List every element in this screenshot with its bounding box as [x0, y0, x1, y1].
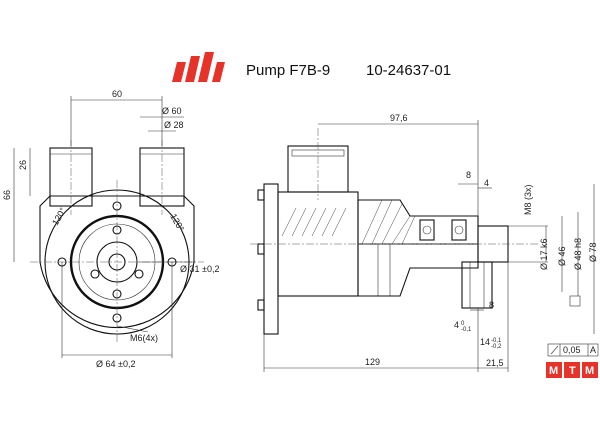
- dim-78: Ø 78: [588, 242, 598, 262]
- side-dimensions: 97,6 8 4 M8 (3x) Ø 17 k6 Ø 46 Ø 48 h8 Ø …: [263, 113, 599, 372]
- side-view: [250, 128, 540, 335]
- angle-right: 120°: [168, 212, 186, 233]
- pump-model: Pump F7B-9: [246, 62, 330, 79]
- dim-14: 14: [480, 337, 490, 347]
- dim-97-6: 97,6: [390, 113, 408, 123]
- dim-60-width: 60: [112, 89, 122, 99]
- angle-left: 120°: [50, 206, 68, 227]
- brand-letter-2: T: [569, 365, 576, 377]
- front-dimensions: 60 Ø 60 Ø 28 26 66 120° 120° Ø 31 ±0,2 M…: [2, 89, 219, 369]
- bearing-2: [451, 219, 467, 241]
- tol-value: 0,05: [563, 345, 581, 355]
- dim-21-5: 21,5: [486, 358, 504, 368]
- dim-46: Ø 46: [557, 246, 567, 266]
- coupling: [461, 261, 493, 309]
- dim-8-top: 8: [466, 170, 471, 180]
- front-view: [30, 140, 204, 344]
- svg-text:-0,1: -0,1: [461, 327, 472, 333]
- mtm-brand: M T M: [546, 362, 598, 378]
- dim-48h8: Ø 48 h8: [573, 238, 583, 270]
- dim-64: Ø 64 ±0,2: [96, 359, 135, 369]
- svg-text:-0,1: -0,1: [491, 338, 502, 344]
- dim-bolt-circle: Ø 31 ±0,2: [180, 264, 219, 274]
- bearing-section: [357, 199, 479, 245]
- bearing-1: [419, 219, 435, 241]
- part-number: 10-24637-01: [366, 62, 451, 79]
- svg-text:0: 0: [461, 321, 465, 327]
- dim-66: 66: [2, 190, 12, 200]
- dim-port-id: Ø 28: [164, 120, 184, 130]
- mount-flange: [263, 183, 279, 335]
- dim-m8: M8 (3x): [523, 184, 533, 215]
- dim-129: 129: [365, 357, 380, 367]
- dim-17k6: Ø 17 k6: [539, 238, 549, 270]
- dim-4-top: 4: [484, 178, 489, 188]
- tolerance-frame: [547, 343, 599, 357]
- bearing-housing-lower: [357, 243, 479, 297]
- datum-box: [569, 295, 581, 307]
- dim-26: 26: [18, 160, 28, 170]
- brand-logo: [172, 52, 225, 82]
- dim-port-od: Ø 60: [162, 106, 182, 116]
- tol-datum: A: [590, 345, 596, 355]
- svg-text:-0,2: -0,2: [491, 344, 502, 350]
- brand-letter-3: M: [585, 365, 594, 377]
- dim-m6: M6(4x): [130, 333, 158, 343]
- dim-4-bottom: 4: [454, 320, 459, 330]
- brand-letter-1: M: [549, 365, 558, 377]
- dim-8-mid: 8: [489, 300, 494, 310]
